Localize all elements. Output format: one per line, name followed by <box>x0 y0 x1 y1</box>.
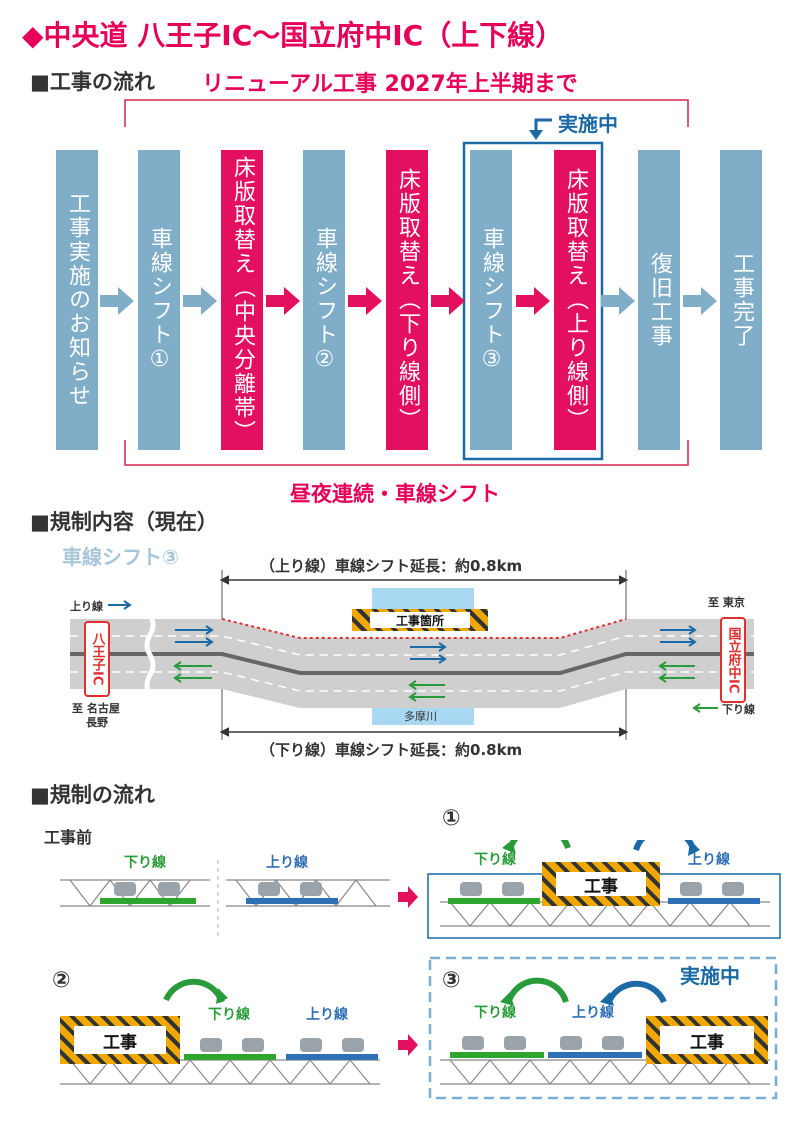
river-label: 多摩川 <box>404 710 437 723</box>
arrow-right-icon <box>100 285 134 317</box>
day-night-shift: 昼夜連続・車線シフト <box>290 482 500 506</box>
now-label-top: 実施中 <box>558 112 618 136</box>
work-label: 工事 <box>74 1026 166 1054</box>
bridge-diagrams <box>60 840 781 1100</box>
shift3-label: 車線シフト③ <box>62 545 179 569</box>
down-line-label: 下り線 <box>722 703 755 716</box>
arrow-right-icon <box>183 285 217 317</box>
stage-2-number: ② <box>52 968 71 993</box>
section-regulation: ■規制内容（現在） <box>30 510 218 534</box>
up-line-label: 上り線 <box>70 600 103 613</box>
stage-1-number: ① <box>442 806 461 831</box>
step-notice: 工事実施のお知らせ <box>56 150 98 450</box>
arrow-right-icon <box>516 285 550 317</box>
work-label: 工事 <box>556 872 646 897</box>
stage3-down-label: 下り線 <box>474 1005 516 1021</box>
to-tokyo: 至 東京 <box>708 596 745 609</box>
work-label: 工事 <box>660 1026 754 1054</box>
stage3-work-zone: 工事 <box>646 1016 768 1064</box>
step-complete: 工事完了 <box>720 150 762 450</box>
arrow-right-icon <box>348 285 382 317</box>
arrow-right-icon <box>601 285 635 317</box>
stage2-down-label: 下り線 <box>208 1007 250 1023</box>
stage2-up-label: 上り線 <box>306 1007 348 1023</box>
road-map <box>70 570 754 740</box>
stage2-work-zone: 工事 <box>60 1016 180 1064</box>
before-label: 工事前 <box>44 828 93 847</box>
step-slab-down: 床版取替え（下り線側） <box>386 150 428 450</box>
step-shift-3: 車線シフト③ <box>470 150 512 450</box>
work-site-zone: 工事箇所 <box>352 609 488 631</box>
stage1-down-label: 下り線 <box>474 852 516 868</box>
section-construction-flow: ■工事の流れ <box>30 70 155 94</box>
arrow-right-icon <box>431 285 465 317</box>
step-slab-up: 床版取替え（上り線側） <box>554 150 596 450</box>
kunitachi-ic-sign: 国立府中IC <box>720 617 746 703</box>
arrow-right-icon <box>683 285 717 317</box>
nagano-label: 長野 <box>86 716 108 729</box>
now-label-bottom: 実施中 <box>680 964 740 988</box>
stage3-up-label: 上り線 <box>572 1005 614 1021</box>
stage1-work-zone: 工事 <box>542 862 660 906</box>
step-restoration: 復旧工事 <box>638 150 680 450</box>
stage-3-number: ③ <box>442 968 461 993</box>
up-length: （上り線）車線シフト延長：約0.8km <box>260 557 523 575</box>
section-regulation-flow: ■規制の流れ <box>30 783 155 807</box>
step-shift-2: 車線シフト② <box>303 150 345 450</box>
page-title: ◆中央道 八王子IC～国立府中IC（上下線） <box>22 19 564 52</box>
step-shift-1: 車線シフト① <box>138 150 180 450</box>
to-nagoya: 至 名古屋 <box>72 702 120 715</box>
arrow-right-icon <box>266 285 300 317</box>
before-down-label: 下り線 <box>124 855 166 871</box>
renewal-period: リニューアル工事 2027年上半期まで <box>202 72 578 97</box>
down-length: （下り線）車線シフト延長：約0.8km <box>260 741 523 759</box>
work-site-label: 工事箇所 <box>370 612 470 628</box>
stage1-up-label: 上り線 <box>688 852 730 868</box>
before-up-label: 上り線 <box>266 855 308 871</box>
hachioji-ic-sign: 八王子IC <box>84 621 110 697</box>
step-slab-center: 床版取替え（中央分離帯） <box>221 150 263 450</box>
